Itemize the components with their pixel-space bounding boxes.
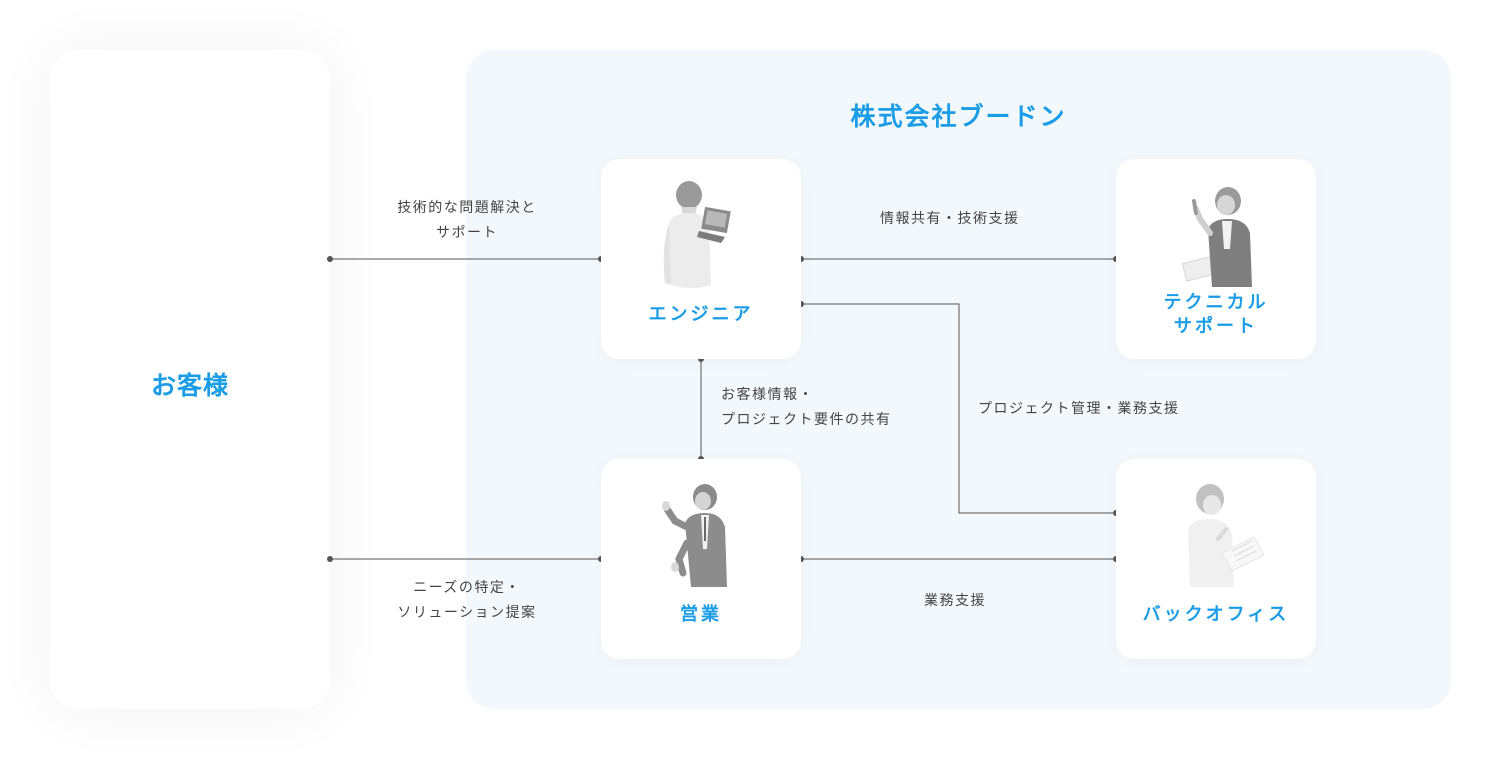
backoffice-person-icon	[1166, 479, 1266, 589]
label-customer-sales: ニーズの特定・ ソリューション提案	[385, 576, 549, 626]
backoffice-card: バックオフィス	[1116, 459, 1316, 659]
connector-dot	[327, 556, 333, 562]
backoffice-label: バックオフィス	[1116, 603, 1316, 627]
label-engineer-backoffice: プロジェクト管理・業務支援	[978, 397, 1180, 422]
engineer-label: エンジニア	[601, 303, 801, 327]
label-engineer-sales: お客様情報・ プロジェクト要件の共有	[721, 383, 892, 433]
techsupport-label: テクニカル サポート	[1116, 291, 1316, 339]
label-sales-backoffice: 業務支援	[924, 589, 986, 614]
support-person-icon	[1166, 179, 1266, 289]
techsupport-label-line2: サポート	[1116, 315, 1316, 339]
connector-dot	[327, 256, 333, 262]
sales-card: 営業	[601, 459, 801, 659]
sales-person-icon	[651, 479, 751, 589]
techsupport-label-line1: テクニカル	[1116, 291, 1316, 315]
label-customer-engineer: 技術的な問題解決と サポート	[389, 196, 545, 246]
label-engineer-techsupport: 情報共有・技術支援	[880, 207, 1020, 232]
engineer-person-icon	[651, 179, 751, 289]
techsupport-card: テクニカル サポート	[1116, 159, 1316, 359]
sales-label: 営業	[601, 603, 801, 627]
engineer-card: エンジニア	[601, 159, 801, 359]
